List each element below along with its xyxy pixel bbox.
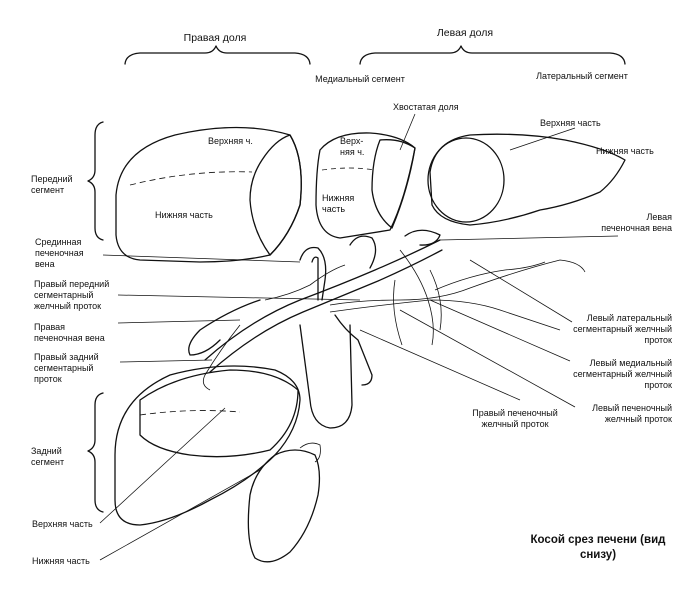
upper-part-lateral-label: Верхняя часть bbox=[540, 118, 601, 128]
medial-segment-label: Медиальный сегмент bbox=[315, 74, 405, 84]
middle-hepatic-vein-label: Срединная печеночная вена bbox=[35, 237, 84, 269]
lateral-segment-label: Латеральный сегмент bbox=[536, 71, 628, 81]
upper-part-right-label: Верхняя ч. bbox=[208, 136, 253, 146]
left-lobe-bracket bbox=[359, 45, 626, 65]
gallbladder bbox=[247, 442, 321, 563]
figure-title: Косой срез печени (вид снизу) bbox=[530, 534, 666, 561]
lower-part-right-label: Нижняя часть bbox=[155, 210, 213, 220]
left-lateral-duct-label: Левый латеральный сегментарный желчный п… bbox=[573, 313, 672, 345]
lower-part-lateral-label: Нижняя часть bbox=[596, 146, 654, 156]
anterior-segment-label: Передний сегмент bbox=[31, 174, 73, 195]
posterior-segment-label: Задний сегмент bbox=[31, 446, 65, 467]
left-hepatic-duct-label: Левый печеночный желчный проток bbox=[592, 403, 672, 424]
anterior-segment-brace bbox=[87, 121, 104, 241]
right-posterior-segment bbox=[114, 365, 301, 526]
right-posterior-duct-label: Правый задний сегментарный проток bbox=[34, 352, 99, 384]
medial-segment bbox=[315, 132, 416, 239]
posterior-segment-brace bbox=[87, 392, 104, 513]
lower-part-medial-label: Нижняя часть bbox=[322, 193, 355, 214]
left-lobe-label: Левая доля bbox=[436, 27, 494, 39]
right-anterior-segment bbox=[115, 126, 302, 263]
right-lobe-bracket bbox=[124, 45, 311, 65]
leader-lines bbox=[99, 113, 619, 561]
upper-part-posterior-label: Верхняя часть bbox=[32, 519, 93, 529]
caudate-lobe-label: Хвостатая доля bbox=[393, 102, 459, 112]
right-lobe-label: Правая доля bbox=[183, 32, 247, 44]
left-medial-duct-label: Левый медиальный сегментарный желчный пр… bbox=[573, 358, 672, 390]
lower-part-posterior-label: Нижняя часть bbox=[32, 556, 90, 566]
right-hepatic-duct-label: Правый печеночный желчный проток bbox=[472, 408, 558, 429]
lateral-segment bbox=[427, 133, 626, 226]
upper-part-medial-label: Верх-няя ч. bbox=[340, 136, 365, 157]
right-anterior-duct-label: Правый передний сегментарный желчный про… bbox=[34, 279, 110, 311]
right-hepatic-vein-label: Правая печеночная вена bbox=[34, 322, 105, 343]
left-hepatic-vein-label: Левая печеночная вена bbox=[601, 212, 672, 233]
